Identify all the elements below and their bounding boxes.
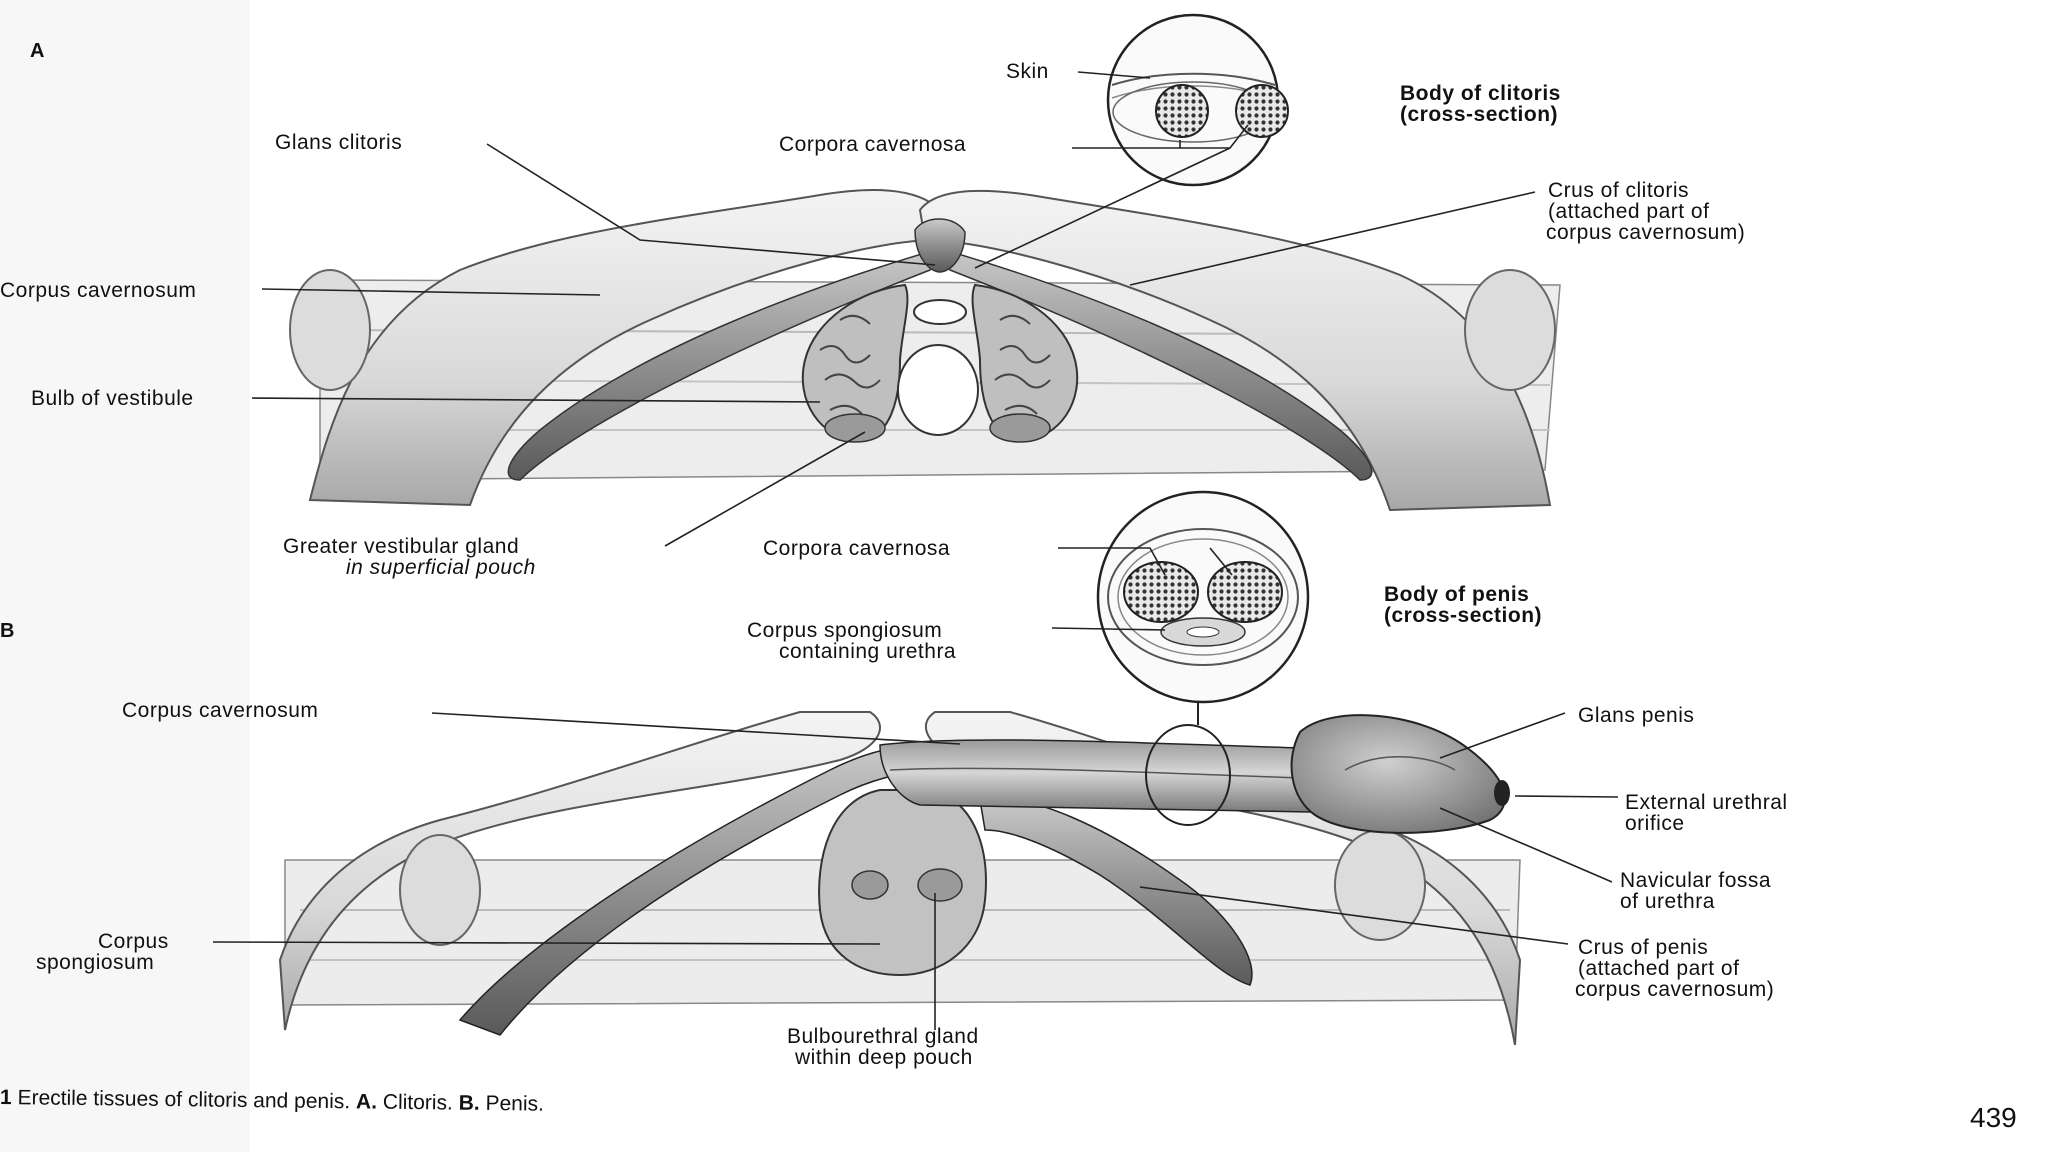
label-crus-clitoris-3: corpus cavernosum): [1546, 221, 1746, 244]
external-urethral-orifice: [1494, 780, 1510, 806]
caption-part-b: Penis.: [485, 1091, 545, 1116]
label-crus-clitoris-2: (attached part of: [1548, 200, 1710, 223]
greater-vestibular-gland-right: [989, 413, 1051, 443]
label-corpus-cavernosum-a: Corpus cavernosum: [0, 279, 197, 302]
label-bulb-of-vestibule: Bulb of vestibule: [31, 387, 194, 410]
label-glans-penis: Glans penis: [1578, 704, 1695, 727]
crus-right-a: [943, 248, 1373, 481]
figure-number: 1: [0, 1086, 12, 1110]
glans-clitoris: [914, 218, 966, 273]
bulbourethral-gland-left: [851, 870, 889, 900]
label-glans-clitoris: Glans clitoris: [275, 131, 403, 154]
label-corpus-cavernosum-b: Corpus cavernosum: [122, 699, 319, 722]
leader-lines-b: [212, 547, 1619, 1030]
corpus-cavernosum-section-right: [1235, 84, 1289, 138]
penis-shaft: [879, 739, 1311, 813]
vaginal-opening: [897, 344, 979, 436]
bulb-of-penis: [818, 789, 987, 977]
page-number: 439: [1970, 1102, 2017, 1133]
caption-part-b-letter: B.: [458, 1091, 480, 1115]
section-ring: [1145, 724, 1231, 826]
corpus-cavernosum-section-right-b: [1207, 561, 1283, 623]
label-corpora-cavernosa-a: Corpora cavernosa: [779, 133, 967, 156]
glans-penis: [1290, 714, 1506, 834]
label-greater-gland-1: Greater vestibular gland: [283, 535, 520, 558]
clitoris-diagram: [289, 13, 1561, 512]
caption-part-a: Clitoris.: [382, 1090, 454, 1115]
corpus-cavernosum-section-left-b: [1123, 561, 1199, 623]
bulbourethral-gland-right: [917, 868, 963, 902]
label-crus-penis-3: corpus cavernosum): [1575, 978, 1775, 1001]
caption-part-a-letter: A.: [355, 1090, 378, 1114]
label-corpus-spongiosum-urethra-2: containing urethra: [779, 640, 957, 663]
label-external-orifice-2: orifice: [1625, 812, 1685, 835]
label-navicular-1: Navicular fossa: [1620, 869, 1772, 892]
corpus-cavernosum-section-left: [1155, 84, 1209, 138]
label-crus-penis-2: (attached part of: [1578, 957, 1740, 980]
label-corpus-spongiosum-1: Corpus: [98, 930, 169, 953]
pubic-bone-right-a: [918, 189, 1552, 512]
inset-title-clitoris-2: (cross-section): [1400, 103, 1559, 126]
label-corpus-spongiosum-2: spongiosum: [36, 951, 155, 974]
panel-a-letter: A: [30, 40, 45, 62]
inset-title-penis-2: (cross-section): [1384, 604, 1543, 627]
label-corpus-spongiosum-urethra-1: Corpus spongiosum: [747, 619, 943, 642]
label-external-orifice-1: External urethral: [1625, 791, 1788, 814]
label-greater-gland-2: in superficial pouch: [346, 556, 536, 579]
label-corpora-cavernosa-b: Corpora cavernosa: [763, 537, 951, 560]
page-shadow: [0, 0, 250, 1152]
urethral-opening: [913, 299, 967, 325]
label-skin: Skin: [1006, 60, 1049, 83]
label-bulbourethral-1: Bulbourethral gland: [787, 1025, 979, 1048]
penis-cross-section-inset: [1096, 490, 1310, 704]
label-bulbourethral-2: within deep pouch: [795, 1046, 973, 1069]
pubic-bone-left-a: [308, 189, 942, 507]
panel-b-letter: B: [0, 620, 15, 642]
greater-vestibular-gland-left: [824, 413, 886, 443]
crus-left-a: [507, 248, 937, 481]
leader-lines-a: [251, 71, 1536, 547]
label-navicular-2: of urethra: [1620, 890, 1715, 913]
crus-of-penis-right: [979, 797, 1253, 986]
inset-title-clitoris-1: Body of clitoris: [1400, 82, 1561, 105]
label-crus-clitoris-1: Crus of clitoris: [1548, 179, 1690, 202]
inset-title-penis-1: Body of penis: [1384, 583, 1530, 606]
label-crus-penis-1: Crus of penis: [1578, 936, 1709, 959]
caption-text: Erectile tissues of clitoris and penis.: [17, 1086, 351, 1114]
